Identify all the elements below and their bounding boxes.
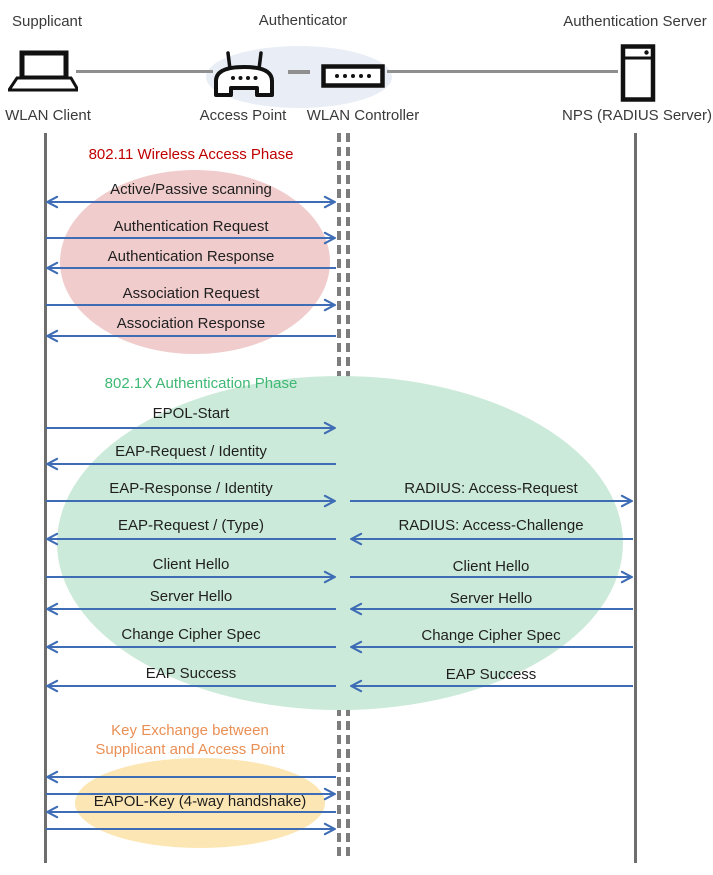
- message-label: RADIUS: Access-Challenge: [398, 517, 584, 534]
- lifeline-wlan-client: [44, 133, 47, 863]
- phase2-ellipse: [57, 376, 623, 710]
- message-label: Authentication Response: [107, 248, 275, 265]
- laptop-icon: [8, 50, 78, 92]
- connector-line: [387, 70, 618, 73]
- device-label-wlan-client: WLAN Client: [5, 107, 91, 124]
- message-label: Server Hello: [449, 590, 533, 607]
- message-label: Active/Passive scanning: [110, 181, 272, 198]
- device-label-nps-radius-server: NPS (RADIUS Server): [561, 107, 713, 124]
- connector-line: [76, 70, 213, 73]
- server-icon: [620, 44, 656, 102]
- phase2-title: 802.1X Authentication Phase: [104, 375, 298, 392]
- phase3-title-line2: Supplicant and Access Point: [95, 741, 285, 758]
- message-label: EAP-Request / Identity: [115, 443, 267, 460]
- phase3-title: Key Exchange between Supplicant and Acce…: [95, 721, 284, 759]
- message-label: Authentication Request: [113, 218, 269, 235]
- message-label: Client Hello: [452, 558, 530, 575]
- device-label-access-point: Access Point: [199, 107, 287, 124]
- role-label-authentication-server: Authentication Server: [563, 13, 707, 30]
- message-label: Change Cipher Spec: [121, 626, 261, 643]
- message-label: Change Cipher Spec: [421, 627, 561, 644]
- role-label-supplicant: Supplicant: [12, 13, 83, 30]
- message-label: Association Request: [122, 285, 260, 302]
- role-label-authenticator: Authenticator: [258, 12, 348, 29]
- message-label: EAP Success: [445, 666, 537, 683]
- message-label: EAP Success: [145, 665, 237, 682]
- message-label: Client Hello: [152, 556, 230, 573]
- lifeline-nps: [634, 133, 637, 863]
- phase1-title: 802.11 Wireless Access Phase: [88, 146, 294, 163]
- message-label: EAP-Request / (Type): [118, 517, 264, 534]
- message-label: EAP-Response / Identity: [109, 480, 273, 497]
- message-label: RADIUS: Access-Request: [404, 480, 578, 497]
- message-label: EAPOL-Key (4-way handshake): [93, 793, 307, 810]
- phase3-title-line1: Key Exchange between: [111, 722, 269, 739]
- device-label-wlan-controller: WLAN Controller: [306, 107, 420, 124]
- wlan-controller-icon: [321, 64, 385, 88]
- message-label: Server Hello: [149, 588, 233, 605]
- access-point-icon: [214, 51, 274, 97]
- connector-dash: [288, 70, 310, 74]
- message-label: Association Response: [116, 315, 266, 332]
- message-label: EPOL-Start: [152, 405, 230, 422]
- phase3-ellipse: [75, 758, 325, 848]
